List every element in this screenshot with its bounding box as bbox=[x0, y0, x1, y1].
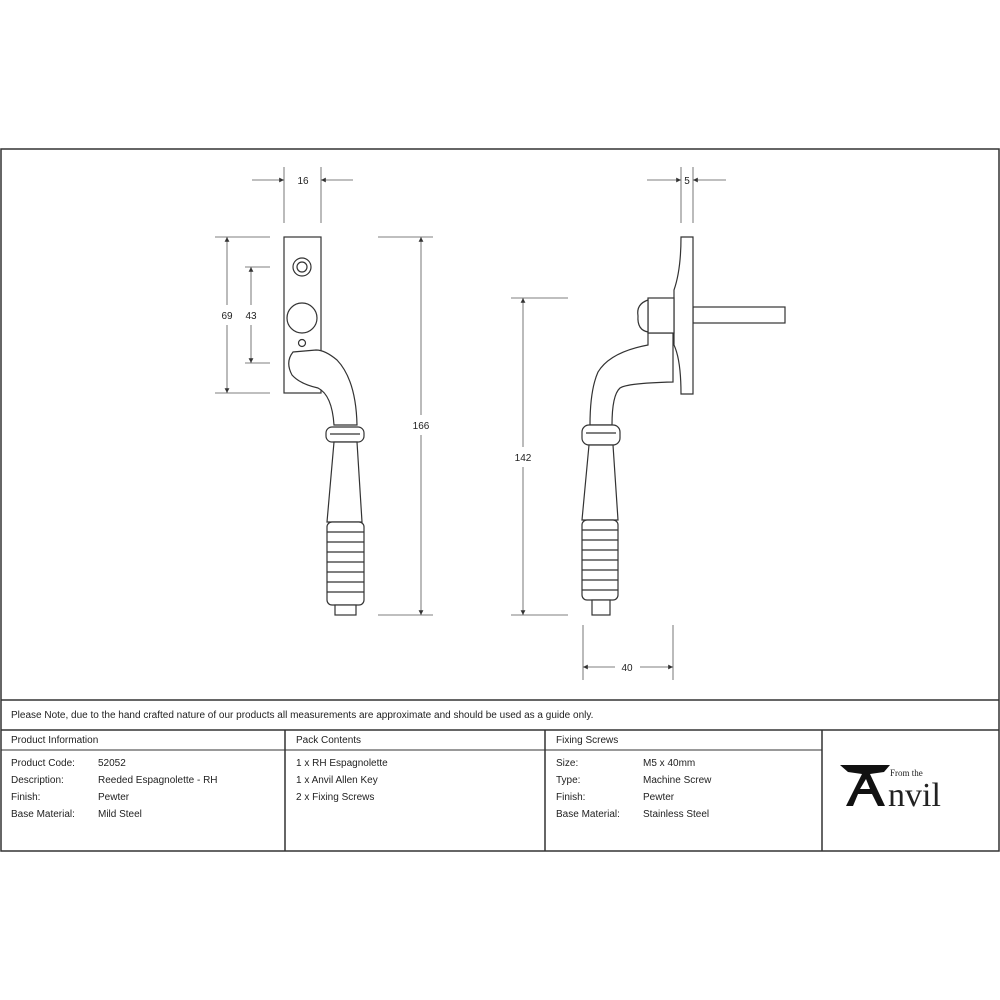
svg-text:From the: From the bbox=[890, 768, 923, 778]
tip bbox=[334, 604, 357, 616]
knob-side bbox=[647, 297, 675, 334]
screw bbox=[297, 338, 307, 348]
dim-16: 16 bbox=[297, 176, 309, 187]
anvil-logo: From the nvil bbox=[840, 765, 941, 814]
anvil-a-glyph bbox=[840, 765, 890, 806]
front-view bbox=[283, 236, 365, 616]
backplate-side bbox=[673, 236, 694, 395]
product-info-title: Product Information bbox=[11, 735, 99, 746]
pack-contents-title: Pack Contents bbox=[296, 735, 362, 746]
handle-taper-side bbox=[581, 444, 619, 521]
arm-side bbox=[589, 332, 674, 426]
dim-43: 43 bbox=[245, 311, 257, 322]
dim-166: 166 bbox=[413, 421, 430, 432]
list-item: 1 x Anvil Allen Key bbox=[296, 775, 378, 786]
dim-69: 69 bbox=[221, 311, 233, 322]
dim-5: 5 bbox=[684, 176, 690, 187]
description: Reeded Espagnolette - RH bbox=[98, 775, 218, 786]
list-item: 2 x Fixing Screws bbox=[296, 792, 375, 803]
side-view bbox=[581, 236, 786, 616]
knob bbox=[286, 302, 318, 334]
handle-taper bbox=[326, 441, 363, 523]
product-code: 52052 bbox=[98, 758, 126, 769]
dim-142: 142 bbox=[515, 453, 532, 464]
disclaimer-note: Please Note, due to the hand crafted nat… bbox=[11, 710, 594, 721]
sheet-border bbox=[0, 148, 1000, 852]
finish: Pewter bbox=[98, 792, 130, 803]
dim-40: 40 bbox=[621, 663, 633, 674]
collar-side bbox=[581, 424, 621, 446]
reeds-side bbox=[582, 529, 618, 591]
knob-dome bbox=[637, 299, 649, 333]
fixing-screws-title: Fixing Screws bbox=[556, 735, 619, 746]
base-material: Mild Steel bbox=[98, 809, 142, 820]
spindle bbox=[692, 306, 786, 324]
list-item: 1 x RH Espagnolette bbox=[296, 758, 388, 769]
reeds bbox=[327, 531, 364, 593]
svg-text:nvil: nvil bbox=[888, 777, 941, 814]
tip-side bbox=[591, 599, 611, 616]
arm bbox=[288, 349, 358, 426]
front-dimensions bbox=[215, 167, 433, 616]
side-dimensions bbox=[511, 167, 726, 680]
